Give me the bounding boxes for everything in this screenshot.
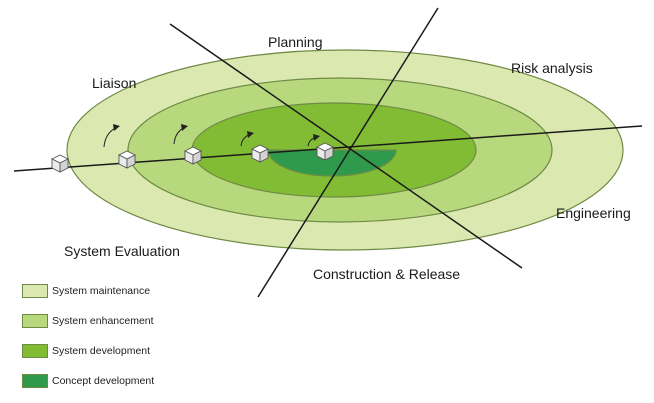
legend-swatch <box>22 344 48 358</box>
legend-swatch <box>22 314 48 328</box>
axis-line-diagonal-left <box>169 23 523 269</box>
milestone-cube <box>50 154 70 173</box>
legend-item-concept-development: Concept development <box>22 373 222 389</box>
label-system-evaluation: System Evaluation <box>64 243 180 259</box>
label-liaison: Liaison <box>92 75 136 91</box>
spiral-model-diagram: Planning Risk analysis Liaison Engineeri… <box>13 7 643 298</box>
legend-swatch <box>22 284 48 298</box>
milestone-cube <box>315 142 335 161</box>
milestone-cube <box>183 146 203 165</box>
progression-arrow <box>240 131 254 147</box>
legend-item-system-maintenance: System maintenance <box>22 283 222 299</box>
milestone-cube <box>117 150 137 169</box>
label-risk-analysis: Risk analysis <box>511 60 593 76</box>
label-construction-release: Construction & Release <box>313 266 460 282</box>
legend: System maintenance System enhancement Sy… <box>22 283 222 403</box>
label-engineering: Engineering <box>556 205 631 221</box>
legend-label: System maintenance <box>52 285 151 297</box>
legend-label: Concept development <box>52 375 155 387</box>
legend-item-system-enhancement: System enhancement <box>22 313 222 329</box>
progression-arrow <box>173 124 188 145</box>
legend-label: System development <box>52 345 151 357</box>
progression-arrow <box>103 124 120 148</box>
legend-item-system-development: System development <box>22 343 222 359</box>
progression-arrow <box>307 134 320 147</box>
legend-label: System enhancement <box>52 315 154 327</box>
ring-concept-development <box>267 149 397 177</box>
legend-swatch <box>22 374 48 388</box>
label-planning: Planning <box>268 34 323 50</box>
milestone-cube <box>250 144 270 163</box>
axis-line-diagonal-right <box>257 7 439 298</box>
